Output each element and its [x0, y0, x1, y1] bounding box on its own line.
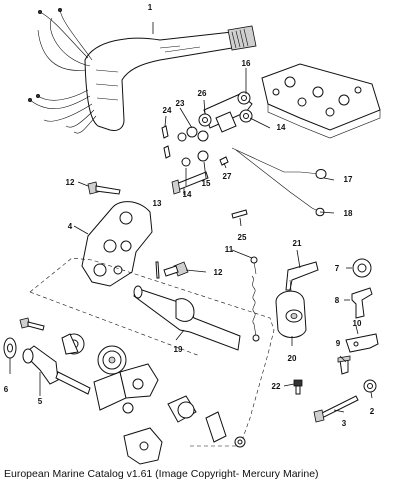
- small-rod: [155, 261, 160, 279]
- callout-13: 13: [153, 199, 162, 208]
- callout-4: 4: [68, 222, 73, 231]
- washer-2: [363, 379, 377, 393]
- shaft-5: [22, 345, 91, 395]
- spacer: [205, 411, 227, 443]
- screw-upper-left: [19, 317, 45, 331]
- callout-7: 7: [335, 264, 340, 273]
- small-nut: [234, 436, 246, 448]
- mounting-plate: [261, 63, 381, 139]
- callout-14-right: 14: [277, 123, 286, 132]
- bolt-12-lower: [163, 261, 189, 277]
- throttle-cables: [27, 7, 97, 134]
- callout-26: 26: [198, 89, 207, 98]
- callout-18: 18: [344, 209, 353, 218]
- copyright-caption: European Marine Catalog v1.61 (Image Cop…: [4, 468, 319, 480]
- callout-21: 21: [293, 239, 302, 248]
- callout-1: 1: [148, 3, 153, 12]
- callout-27: 27: [223, 172, 232, 181]
- shift-shaft: [133, 285, 241, 351]
- callout-22: 22: [272, 382, 281, 391]
- callout-14-left: 14: [183, 190, 192, 199]
- callout-3: 3: [342, 419, 347, 428]
- gear: [97, 345, 127, 375]
- bolt-13: [171, 171, 209, 195]
- callout-23: 23: [176, 99, 185, 108]
- assembly-boundary: [29, 257, 275, 447]
- bracket: [81, 201, 153, 287]
- leader-lines: [9, 22, 373, 413]
- clip-8: [351, 287, 373, 319]
- pin-25: [231, 209, 248, 219]
- callout-6: 6: [4, 385, 9, 394]
- cam-20: [275, 290, 307, 338]
- callout-2: 2: [370, 407, 375, 416]
- screw-9: [337, 355, 351, 375]
- callout-12-upper: 12: [66, 178, 75, 187]
- callout-12-lower: 12: [214, 268, 223, 277]
- bushing: [61, 333, 85, 355]
- bolt-12-upper: [87, 181, 121, 195]
- callout-19: 19: [174, 345, 183, 354]
- callout-17: 17: [344, 175, 353, 184]
- bracket-10: [345, 333, 379, 353]
- callout-8: 8: [335, 296, 340, 305]
- throttle-lever-assembly: [161, 91, 253, 167]
- callout-10: 10: [353, 319, 362, 328]
- grommet-7: [352, 258, 372, 278]
- tiller-handle: [84, 25, 257, 131]
- spring: [250, 256, 260, 342]
- long-bolt-3: [313, 395, 359, 423]
- screw-22: [293, 379, 303, 395]
- callout-11: 11: [225, 245, 234, 254]
- knob: [167, 395, 197, 423]
- callout-5: 5: [38, 397, 43, 406]
- callout-24: 24: [163, 106, 172, 115]
- lower-bracket: [123, 427, 163, 465]
- callout-25: 25: [238, 233, 247, 242]
- throttle-cable: [235, 149, 325, 217]
- link-rod: [231, 147, 327, 179]
- callout-15: 15: [202, 179, 211, 188]
- friction-block: [93, 363, 159, 414]
- callout-9: 9: [336, 339, 341, 348]
- washer-6: [3, 337, 17, 359]
- callout-20: 20: [288, 354, 297, 363]
- callout-16: 16: [242, 59, 251, 68]
- callout-labels: 1 2 3 4 5 6 7 8 9 10 11 12 12 13 14 14 1…: [4, 3, 375, 428]
